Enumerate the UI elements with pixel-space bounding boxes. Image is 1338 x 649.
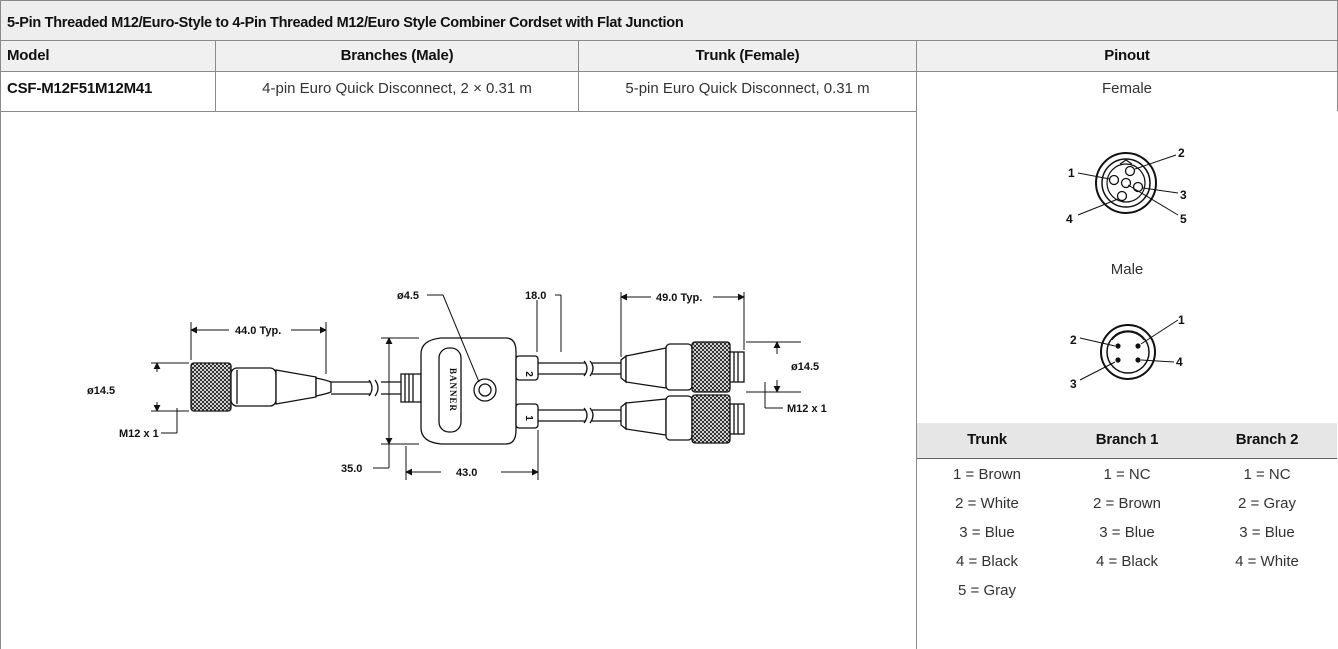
female-pin-3-label: 3 <box>1180 188 1187 202</box>
cordset-dimension-drawing: BANNER 2 1 <box>87 290 827 480</box>
wire-cell: 1 = NC <box>1103 466 1151 483</box>
header-branches: Branches (Male) <box>340 47 454 64</box>
female-pin-3-hole <box>1132 181 1144 193</box>
male-pin-2-label: 2 <box>1070 333 1077 347</box>
header-model: Model <box>7 47 50 64</box>
wire-cell: 2 = Brown <box>1093 495 1161 512</box>
dim-right-thread: M12 x 1 <box>787 403 827 415</box>
male-connector-face: 1 2 3 4 <box>1070 313 1185 391</box>
branch-mark-2: 2 <box>523 371 534 377</box>
male-outer-ring <box>1100 324 1156 380</box>
left-knurled-nut <box>190 362 232 412</box>
header-pinout: Pinout <box>1104 47 1150 64</box>
wire-header-band <box>917 423 1337 458</box>
wire-cell: 4 = Black <box>1095 553 1159 570</box>
male-pin-1-label: 1 <box>1178 313 1185 327</box>
wire-cell: 2 = Gray <box>1238 495 1296 512</box>
junction-logo: BANNER <box>448 368 458 412</box>
lower-knurled-nut <box>691 394 731 444</box>
wire-cell: 4 = Black <box>955 553 1019 570</box>
wire-cell: 3 = Blue <box>1099 524 1155 541</box>
female-pin-2-label: 2 <box>1178 146 1185 160</box>
dim-hole-diameter: ø4.5 <box>397 290 419 302</box>
female-pin-1-label: 1 <box>1068 166 1075 180</box>
wire-cell: 4 = White <box>1235 553 1299 570</box>
table-title: 5-Pin Threaded M12/Euro-Style to 4-Pin T… <box>7 15 684 31</box>
wire-cell: 1 = NC <box>1243 466 1291 483</box>
male-pin-1 <box>1135 343 1141 349</box>
female-pin-5-label: 5 <box>1180 212 1187 226</box>
dim-right-diameter: ø14.5 <box>791 361 819 373</box>
header-band <box>0 40 1338 71</box>
dim-right-length: 49.0 Typ. <box>656 292 702 304</box>
female-pin-4-label: 4 <box>1066 212 1073 226</box>
female-pin-2-hole <box>1124 165 1136 177</box>
wire-cell: 1 = Brown <box>953 466 1021 483</box>
dim-left-thread: M12 x 1 <box>119 428 159 440</box>
female-connector-face: 1 2 3 5 4 <box>1066 146 1187 226</box>
male-pin-3-label: 3 <box>1070 377 1077 391</box>
female-pin-4-hole <box>1116 190 1128 202</box>
male-pin-4 <box>1135 357 1141 363</box>
trunk-cell: 5-pin Euro Quick Disconnect, 0.31 m <box>625 80 870 97</box>
male-pin-2 <box>1115 343 1121 349</box>
male-pin-3 <box>1115 357 1121 363</box>
wire-cell: 2 = White <box>955 495 1019 512</box>
wire-header-trunk: Trunk <box>967 431 1007 448</box>
upper-knurled-nut <box>691 341 731 393</box>
female-pin-1-hole <box>1108 174 1120 186</box>
male-label: Male <box>1110 261 1144 278</box>
header-trunk: Trunk (Female) <box>695 47 800 64</box>
dim-width: 43.0 <box>456 467 477 479</box>
dim-left-diameter: ø14.5 <box>87 385 115 397</box>
wire-cell: 5 = Gray <box>958 582 1016 599</box>
junction-body <box>420 337 517 445</box>
wire-header-branch-2: Branch 2 <box>1235 431 1299 448</box>
dim-gap: 18.0 <box>525 290 546 302</box>
branches-cell: 4-pin Euro Quick Disconnect, 2 × 0.31 m <box>262 80 532 97</box>
dim-height: 35.0 <box>341 463 362 475</box>
wire-cell: 3 = Blue <box>959 524 1015 541</box>
model-cell: CSF-M12F51M12M41 <box>7 80 153 97</box>
male-pin-4-label: 4 <box>1176 355 1183 369</box>
wire-header-branch-1: Branch 1 <box>1095 431 1159 448</box>
dim-left-length: 44.0 Typ. <box>235 325 281 337</box>
wire-cell: 3 = Blue <box>1239 524 1295 541</box>
title-band <box>0 0 1338 40</box>
branch-mark-1: 1 <box>523 415 534 421</box>
female-label: Female <box>1101 80 1153 97</box>
